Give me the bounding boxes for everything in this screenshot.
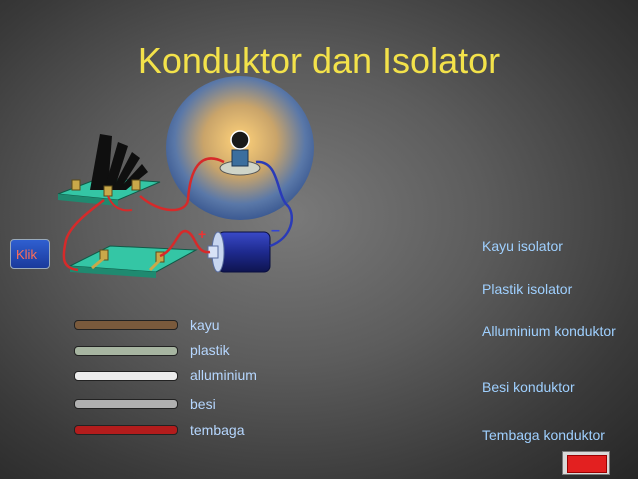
material-label-alluminium: alluminium <box>190 367 257 383</box>
answer-tembaga: Tembaga konduktor <box>482 427 605 443</box>
answer-kayu: Kayu isolator <box>482 238 563 254</box>
material-label-plastik: plastik <box>190 342 230 358</box>
rod-tembaga[interactable] <box>74 425 178 435</box>
answer-alluminium: Alluminium konduktor <box>482 323 616 339</box>
material-label-kayu: kayu <box>190 317 220 333</box>
switch-board-icon <box>57 134 161 206</box>
klik-button[interactable]: Klik <box>10 239 50 269</box>
answer-plastik: Plastik isolator <box>482 281 573 297</box>
battery-icon <box>207 231 271 273</box>
rod-plastik[interactable] <box>74 346 178 356</box>
material-label-tembaga: tembaga <box>190 422 245 438</box>
answer-besi: Besi konduktor <box>482 379 575 395</box>
plus-sign: + <box>198 226 207 242</box>
rod-alluminium[interactable] <box>74 371 178 381</box>
test-board-icon <box>68 245 198 278</box>
rod-kayu[interactable] <box>74 320 178 330</box>
material-label-besi: besi <box>190 396 216 412</box>
rod-besi[interactable] <box>74 399 178 409</box>
minus-sign: – <box>271 222 280 239</box>
next-arrow-icon <box>567 455 607 473</box>
next-button[interactable] <box>562 451 610 475</box>
bulb-icon <box>219 130 261 176</box>
page-title: Konduktor dan Isolator <box>137 40 501 81</box>
